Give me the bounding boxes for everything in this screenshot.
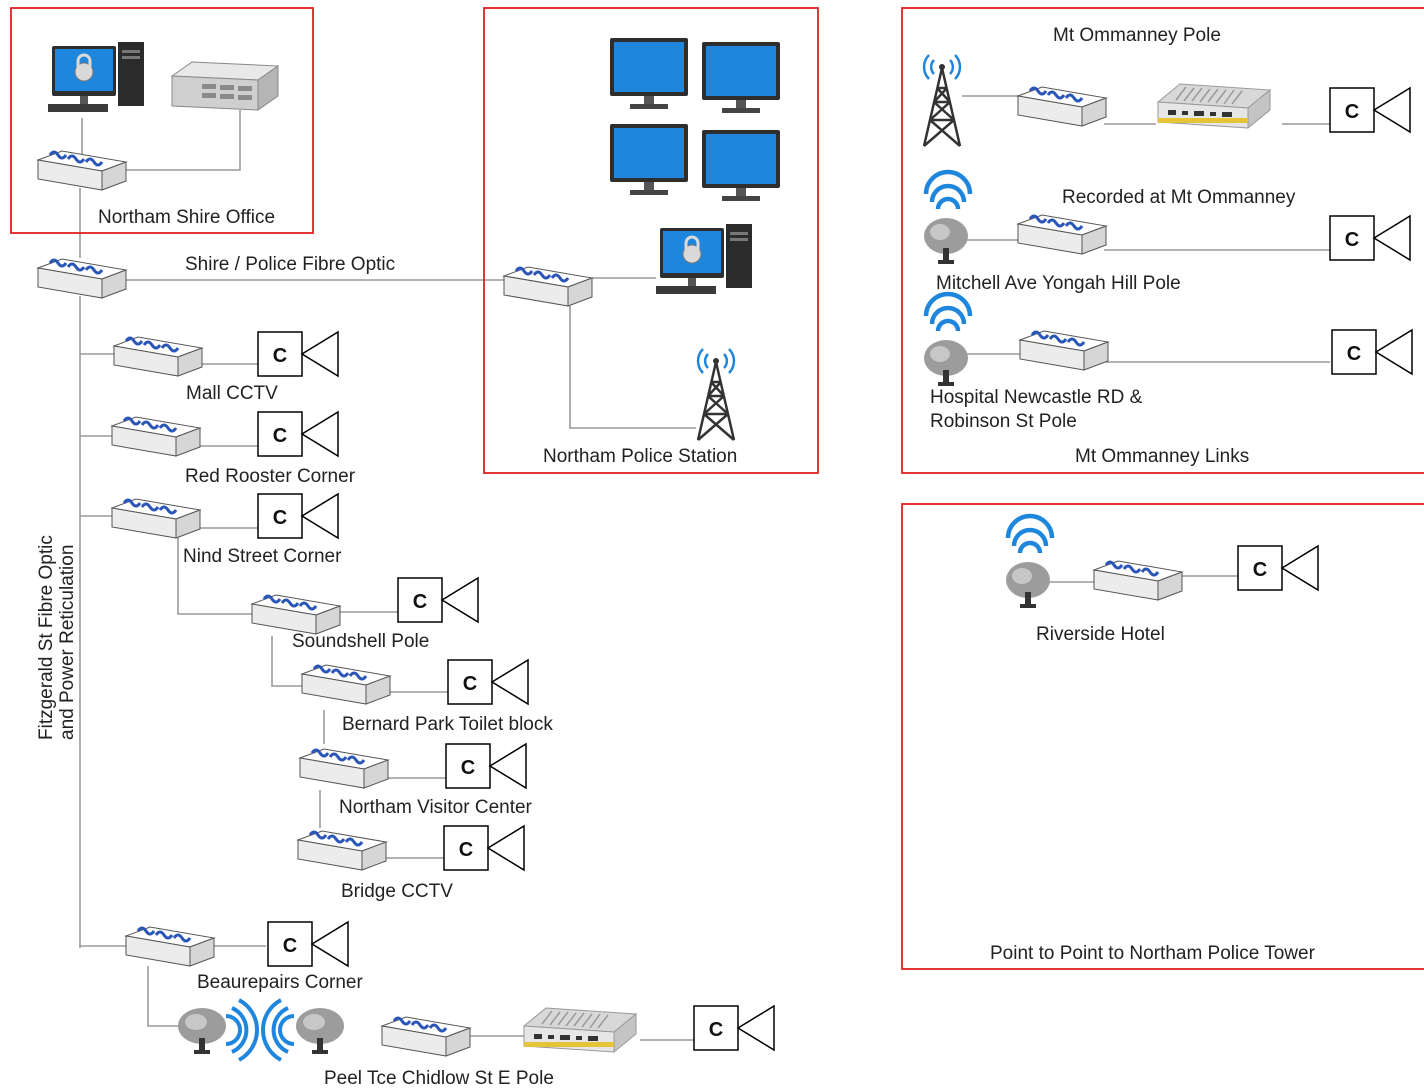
camera-letter: C (273, 345, 287, 367)
camera-letter: C (1345, 229, 1359, 251)
trunk-label-line2: and Power Reticulation (57, 545, 78, 740)
wifi-dish-icon (924, 294, 970, 386)
group-label-police-station: Northam Police Station (543, 446, 737, 467)
site-label: Mt Ommanney Pole (1053, 25, 1221, 46)
camera-letter: C (459, 839, 473, 861)
network-switch-icon (36, 257, 128, 300)
camera-label: Bernard Park Toilet block (342, 714, 553, 735)
network-switch-icon (1016, 213, 1108, 256)
cctv-camera-icon (447, 659, 529, 705)
cctv-camera-icon (257, 331, 339, 377)
cctv-camera-icon (1329, 215, 1411, 261)
monitor-icon (702, 42, 780, 113)
camera-label: Peel Tce Chidlow St E Pole (324, 1068, 554, 1088)
radio-tower-icon (696, 347, 736, 442)
server-rack-icon (171, 61, 279, 111)
group-box-point-to-point (901, 503, 1424, 970)
group-box-mt-ommanney (901, 7, 1424, 474)
camera-label: Soundshell Pole (292, 631, 429, 652)
camera-letter: C (273, 507, 287, 529)
network-switch-icon (110, 497, 202, 540)
cctv-camera-icon (257, 411, 339, 457)
cctv-camera-icon (1329, 87, 1411, 133)
trunk-label-line1: Fitzgerald St Fibre Optic (36, 535, 57, 740)
workstation-lock-icon (46, 40, 146, 114)
site-label: Robinson St Pole (930, 411, 1077, 432)
camera-label: Northam Visitor Center (339, 797, 533, 818)
camera-letter: C (1347, 343, 1361, 365)
mini-pc-recorder-icon (523, 1007, 637, 1053)
camera-letter: C (709, 1019, 723, 1041)
group-label-point-to-point: Point to Point to Northam Police Tower (990, 943, 1316, 964)
connection-lines (79, 95, 1330, 1041)
camera-label: Nind Street Corner (183, 546, 342, 567)
cctv-camera-icon (1237, 545, 1319, 591)
trunk-label: Fitzgerald St Fibre Optic and Power Reti… (36, 535, 78, 740)
camera-letter: C (461, 757, 475, 779)
radio-tower-icon (922, 53, 962, 148)
cctv-camera-icon (1331, 329, 1413, 375)
camera-letter: C (463, 673, 477, 695)
cctv-camera-icon (267, 921, 349, 967)
group-box-police-station (483, 7, 819, 474)
cctv-camera-icon (257, 493, 339, 539)
mini-pc-recorder-icon (1157, 83, 1271, 129)
wifi-dish-icon (1006, 516, 1052, 608)
network-switch-icon (296, 829, 388, 872)
network-switch-icon (1016, 85, 1108, 128)
cctv-camera-icon (693, 1005, 775, 1051)
network-switch-icon (380, 1015, 472, 1058)
network-switch-icon (300, 663, 392, 706)
site-label: Riverside Hotel (1036, 624, 1165, 645)
cctv-camera-icon (443, 825, 525, 871)
camera-letter: C (273, 425, 287, 447)
site-label: Recorded at Mt Ommanney (1062, 187, 1296, 208)
cctv-camera-icon (397, 577, 479, 623)
network-switch-icon (250, 593, 342, 636)
camera-letter: C (1345, 101, 1359, 123)
network-switch-icon (298, 747, 390, 790)
monitor-icon (610, 38, 688, 109)
camera-label: Red Rooster Corner (185, 466, 356, 487)
workstation-lock-icon (654, 222, 754, 296)
wifi-dish-icon (261, 998, 344, 1062)
wifi-dish-icon (178, 998, 259, 1062)
camera-letter: C (283, 935, 297, 957)
site-label: Mitchell Ave Yongah Hill Pole (936, 273, 1181, 294)
camera-label: Beaurepairs Corner (197, 972, 363, 993)
network-switch-icon (112, 335, 204, 378)
camera-letter: C (413, 591, 427, 613)
network-switch-icon (1018, 329, 1110, 372)
group-label-mt-ommanney: Mt Ommanney Links (1075, 446, 1249, 467)
wifi-dish-icon (924, 172, 970, 264)
camera-letter: C (1253, 559, 1267, 581)
network-switch-icon (124, 925, 216, 968)
monitor-icon (702, 130, 780, 201)
link-label-shire-police: Shire / Police Fibre Optic (185, 254, 395, 275)
network-switch-icon (110, 415, 202, 458)
camera-label: Mall CCTV (186, 383, 278, 404)
camera-letters: C C C C C C C C C C C C C (273, 101, 1361, 1041)
camera-label: Bridge CCTV (341, 881, 453, 902)
network-switch-icon (36, 149, 128, 192)
network-switch-icon (1092, 559, 1184, 602)
cctv-camera-icon (445, 743, 527, 789)
site-label: Hospital Newcastle RD & (930, 387, 1143, 408)
group-box-shire-office (10, 7, 314, 234)
group-label-shire-office: Northam Shire Office (98, 207, 275, 228)
monitor-icon (610, 124, 688, 195)
network-switch-icon (502, 265, 594, 308)
